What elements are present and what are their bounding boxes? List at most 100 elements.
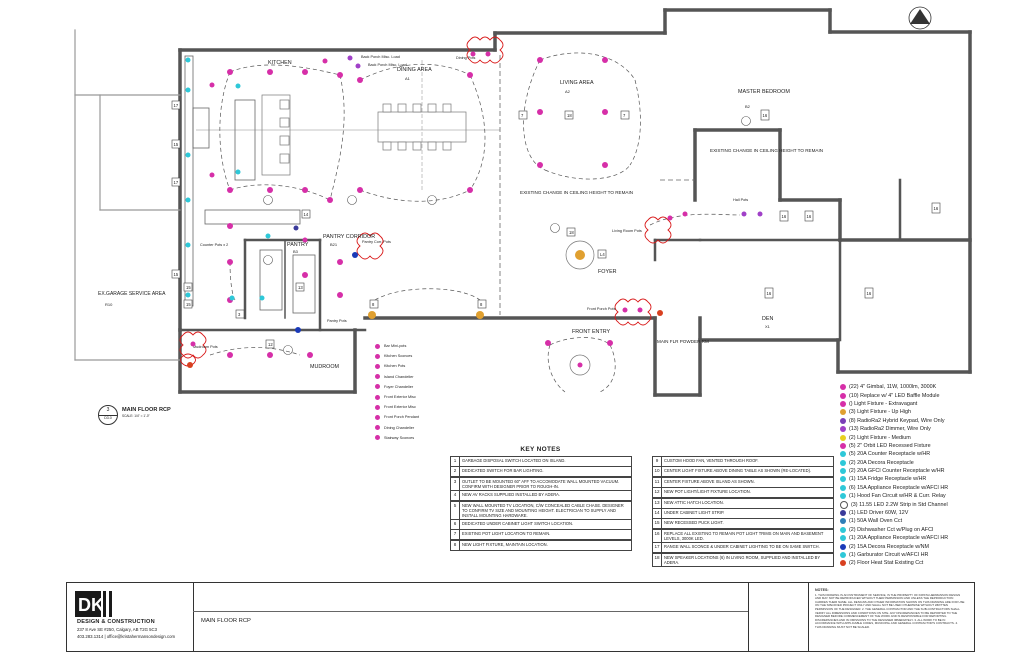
fixture-dot-icon [375, 435, 380, 441]
fixture-dot-icon [375, 384, 380, 390]
room-pantry-code: B3 [293, 249, 299, 254]
key-note-text: NEW LIGHT FIXTURE, MAINTAIN LOCATION. [462, 541, 548, 547]
legend-label: (2) Dishwasher Cct w/Plug on AFCI [849, 526, 934, 533]
key-note-number: 1 [451, 457, 460, 466]
svg-text:16: 16 [763, 113, 768, 118]
legend-label: (2) 20A Decora Receptacle [849, 459, 914, 466]
note-mudroom-pots: Mudroom Pots [193, 345, 218, 349]
key-note-number: 16 [653, 529, 662, 542]
legend-symbol-icon [840, 451, 846, 458]
legend-symbol-icon [840, 552, 846, 558]
key-note-number: 15 [653, 519, 662, 529]
fixture-legend-label: Bar Mini-pots [384, 344, 407, 349]
symbol-legend: (22) 4" Gimbal, 11W, 1000lm, 3000K(10) R… [840, 383, 1020, 568]
company-logo: DK HD [75, 591, 135, 617]
room-kitchen: KITCHEN [268, 60, 292, 66]
room-powder: MAIN FLR POWDER RM [657, 339, 709, 344]
key-note-text: DEDICATED UNDER CABINET LIGHT SWITCH LOC… [462, 521, 574, 527]
fixture-legend-row: Foyer Chandelier [375, 382, 455, 392]
legend-label: (6) 15A Appliance Receptacle w/AFCI HR [849, 484, 949, 491]
title-block-logo-area: DK HD DESIGN & CONSTRUCTION 237 8 Ave SE… [67, 583, 194, 651]
legend-symbol-icon [840, 409, 846, 416]
legend-row: (6) 15A Appliance Receptacle w/AFCI HR [840, 484, 1020, 492]
legend-label: (1) 50A Wall Oven Cct [849, 518, 903, 525]
switch-legs [209, 52, 741, 393]
fixture-legend-label: Dining Chandelier [384, 425, 415, 430]
svg-text:17: 17 [174, 180, 179, 185]
svg-text:16: 16 [934, 206, 939, 211]
key-note-text: UNDER CABINET LIGHT STRIP. [664, 510, 725, 516]
general-notes-title: NOTES: [815, 588, 829, 592]
legend-row: (2) Light Fixture - Medium [840, 433, 1020, 441]
key-note-text: DEDICATED SWITCH FOR BAR LIGHTING. [462, 468, 544, 474]
legend-row: (3) Light Fixture - Up High [840, 408, 1020, 416]
fixture-legend-row: Bar Mini-pots [375, 341, 455, 351]
key-note-text: CENTER LIGHT FIXTURE ABOVE DINING TABLE … [664, 468, 812, 474]
special-fixtures [187, 6, 932, 376]
dimmers [347, 55, 763, 217]
title-block: DK HD DESIGN & CONSTRUCTION 237 8 Ave SE… [66, 582, 975, 652]
svg-text:16: 16 [807, 214, 812, 219]
legend-row: (2) 20A Decora Receptacle [840, 459, 1020, 467]
svg-text:7: 7 [521, 113, 524, 118]
legend-row: (1) Hood Fan Circuit w/HR & Curr. Relay [840, 492, 1020, 500]
legend-symbol-icon [840, 468, 846, 475]
legend-row: (2) Dishwasher Cct w/Plug on AFCI [840, 526, 1020, 534]
legend-label: (2) Light Fixture - Medium [849, 434, 911, 441]
room-garage-code: R10 [105, 302, 113, 307]
room-dining: DINING AREA [397, 67, 432, 73]
key-note-text: NEW POT LIGHT/LIGHT FIXTURE LOCATION. [664, 489, 751, 495]
legend-symbol-icon [840, 535, 846, 542]
furniture [261, 94, 467, 176]
key-note-text: REPLACE ALL EXISTING TO REMAIN POT LIGHT… [664, 530, 824, 541]
fixture-dot-icon [375, 374, 380, 380]
legend-label: (1) Hood Fan Circuit w/HR & Curr. Relay [849, 493, 946, 500]
legend-symbol-icon [840, 392, 846, 399]
legend-row: (22) 4" Gimbal, 11W, 1000lm, 3000K [840, 383, 1020, 391]
note-counter-pots: Counter Pots x 2 [200, 243, 228, 247]
general-notes-text: 1. THIS DRAWING IS AN INSTRUMENT OF SERV… [815, 592, 965, 629]
svg-text:16: 16 [867, 291, 872, 296]
drawing-title: MAIN FLOOR RCP [122, 407, 171, 413]
key-note-number: 17 [653, 543, 662, 553]
legend-row: (5) 20A Counter Receptacle w/HR [840, 450, 1020, 458]
fixture-legend-row: Island Chandelier [375, 372, 455, 382]
title-block-revision-box [748, 583, 809, 651]
svg-text:16: 16 [782, 214, 787, 219]
counters [184, 55, 316, 314]
legend-label: (8) RadioRa2 Hybrid Keypad, Wire Only [849, 417, 945, 424]
fixture-legend-label: Island Chandelier [384, 374, 414, 379]
legend-symbol-icon [840, 484, 846, 491]
fixture-legend-label: Front Exterior Misc [384, 395, 416, 400]
fixture-dot-icon [375, 363, 380, 369]
legend-row: (10) Replace w/ 4" LED Baffle Module [840, 391, 1020, 399]
legend-row: (1) 50A Wall Oven Cct [840, 517, 1020, 525]
legend-label: (1) 15A Fridge Receptacle w/HR [849, 476, 927, 483]
svg-text:15: 15 [174, 272, 179, 277]
key-note-number: 4 [451, 491, 460, 501]
note-pantry-pots: Pantry Pots [327, 319, 347, 323]
note-living-room-pots: Living Room Pots [612, 229, 642, 233]
legend-label: (22) 4" Gimbal, 11W, 1000lm, 3000K [849, 384, 937, 391]
room-front-entry: FRONT ENTRY [572, 329, 611, 335]
room-mudroom: MUDROOM [310, 364, 340, 370]
legend-row: (8) RadioRa2 Hybrid Keypad, Wire Only [840, 417, 1020, 425]
drawing-number-bubble: 3 D3.0 [98, 405, 118, 425]
svg-text:16: 16 [767, 291, 772, 296]
key-note-number: 3 [451, 477, 460, 490]
key-note-number: 5 [451, 501, 460, 519]
legend-label: (13) RadioRa2 Dimmer, Wire Only [849, 426, 931, 433]
drawing-scale: SCALE: 1/4" = 1'-0" [122, 414, 150, 418]
legend-symbol-icon [840, 543, 846, 550]
svg-text:7: 7 [623, 113, 626, 118]
note-dining-pots: Dining Pots [456, 56, 476, 60]
note-back-porch-2: Back Porch Misc. Load [368, 63, 407, 67]
